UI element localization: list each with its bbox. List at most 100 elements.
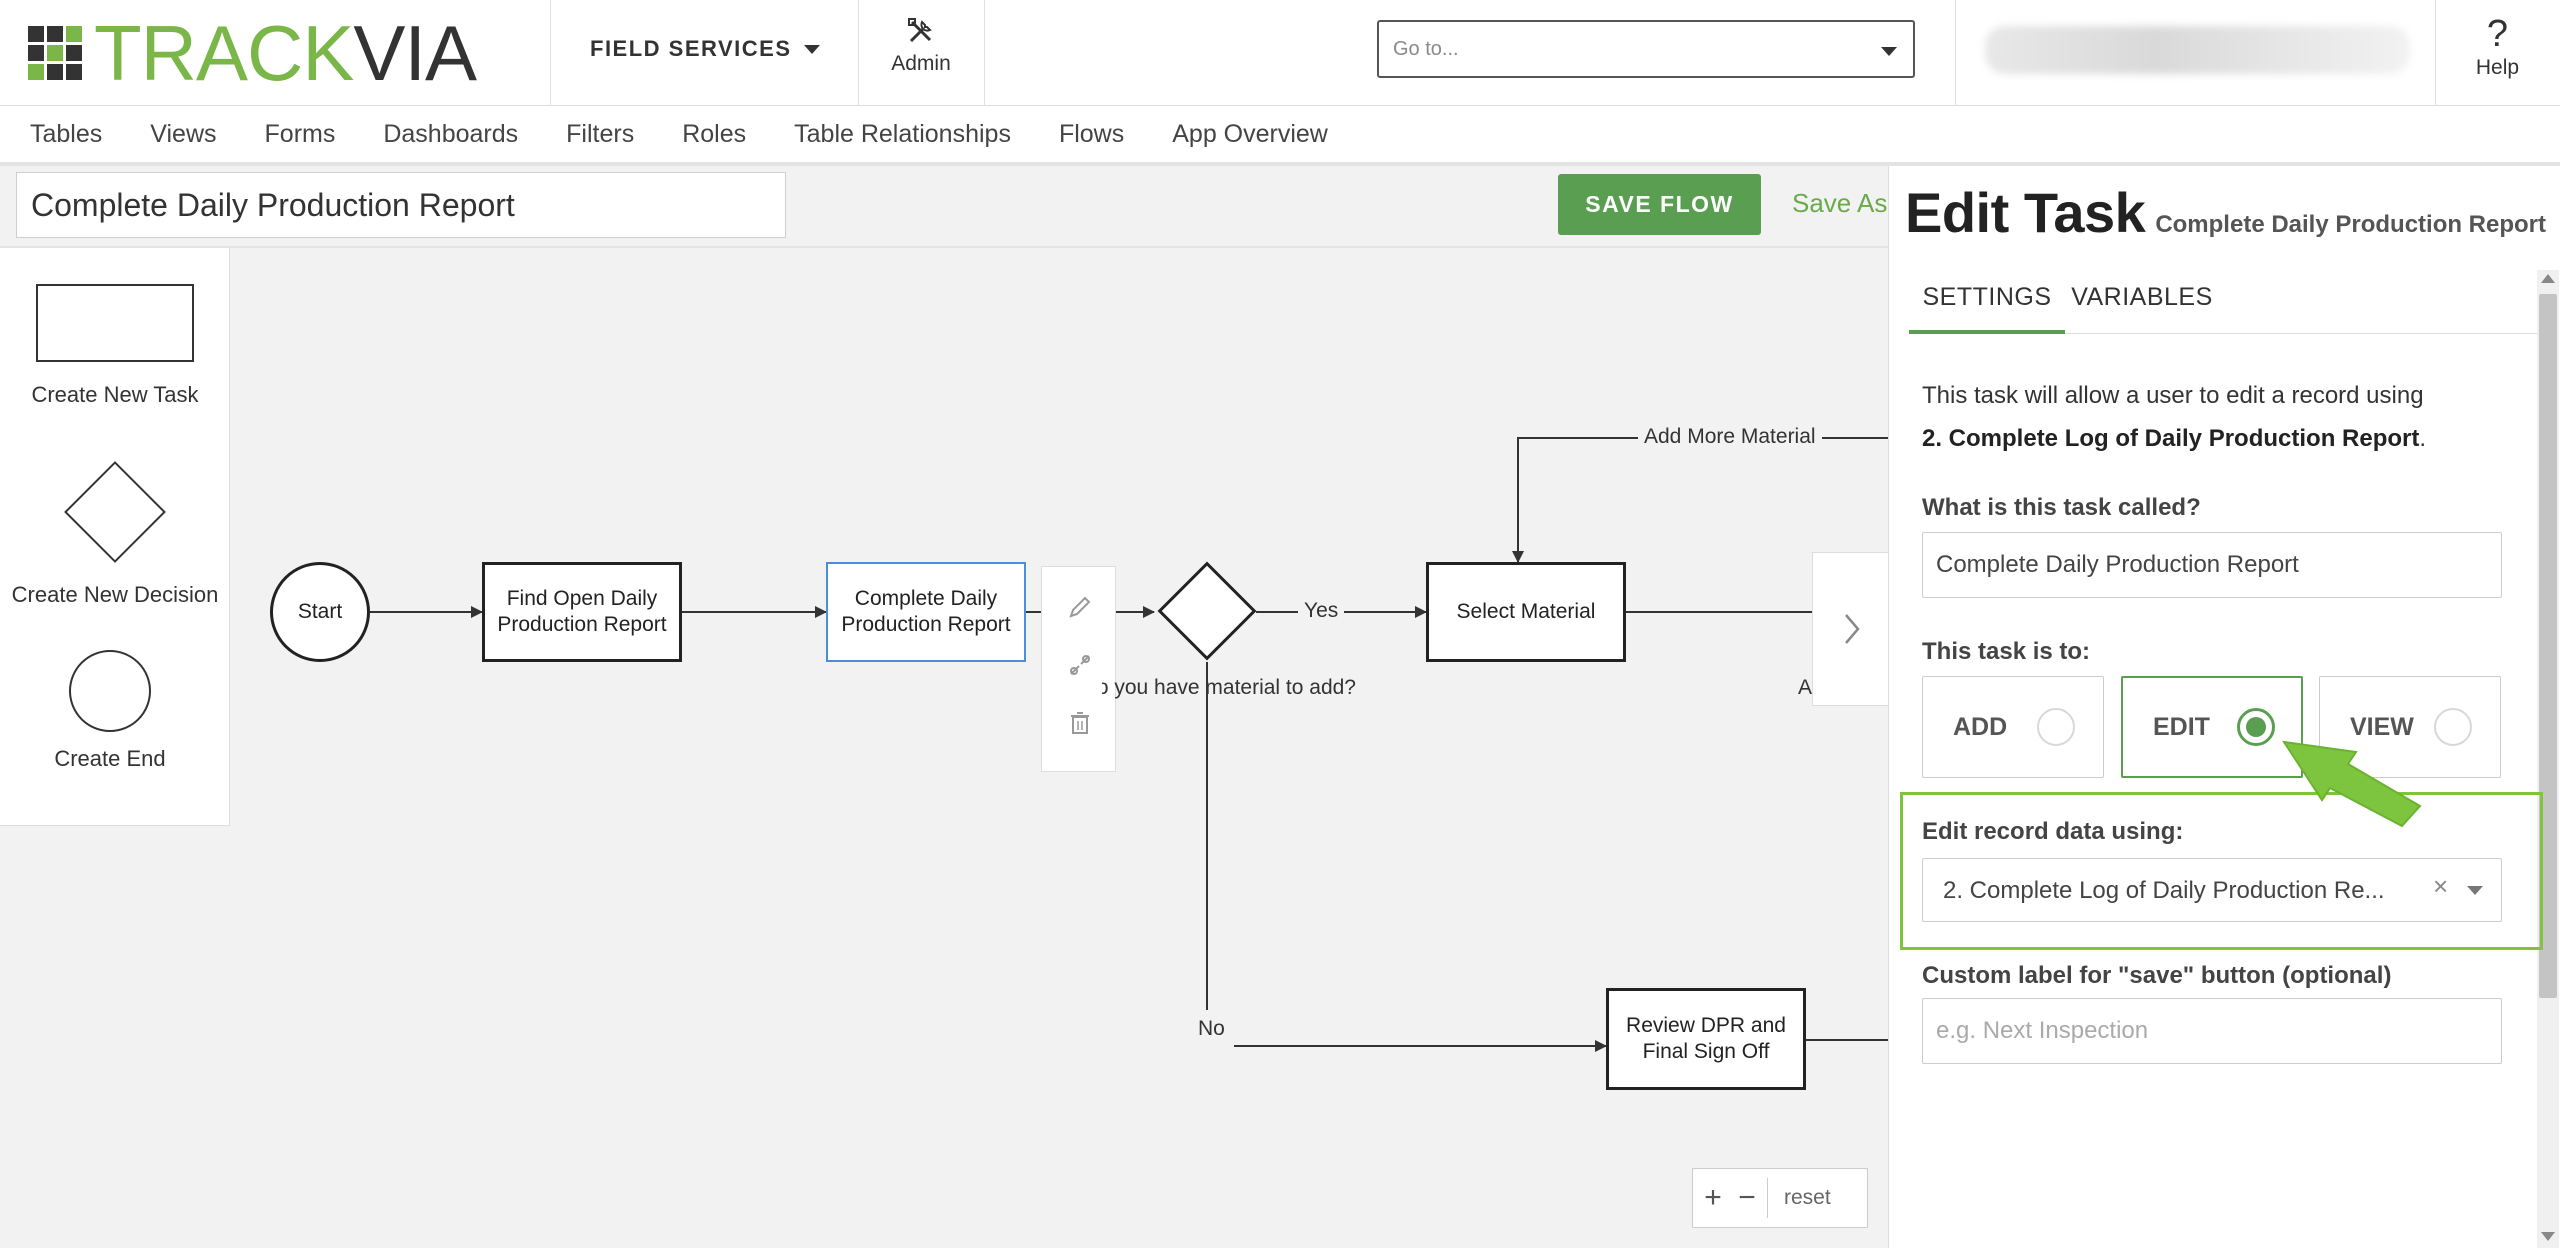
edit-using-select[interactable]: 2. Complete Log of Daily Production Re..… bbox=[1922, 858, 2502, 922]
nav-roles[interactable]: Roles bbox=[682, 119, 747, 148]
goto-input[interactable] bbox=[1393, 37, 1853, 61]
add-more-material-label: Add More Material bbox=[1638, 425, 1822, 449]
nav-forms[interactable]: Forms bbox=[264, 119, 336, 148]
chevron-down-icon bbox=[1881, 47, 1897, 56]
clear-selection-icon[interactable]: × bbox=[2433, 871, 2449, 901]
task-node-select-material[interactable]: Select Material bbox=[1426, 562, 1626, 662]
header-divider bbox=[984, 0, 985, 106]
option-view-label: VIEW bbox=[2350, 712, 2414, 741]
option-edit-label: EDIT bbox=[2153, 712, 2210, 741]
task-node-find-open[interactable]: Find Open Daily Production Report bbox=[482, 562, 682, 662]
node-toolbar bbox=[1041, 566, 1116, 772]
cut-off-edge-label: A bbox=[1798, 676, 1813, 700]
scroll-down-arrow-icon[interactable] bbox=[2541, 1232, 2555, 1241]
chevron-down-icon bbox=[2467, 886, 2483, 895]
zoom-controls: + − reset bbox=[1692, 1168, 1868, 1228]
user-account-blurred[interactable] bbox=[1985, 26, 2410, 74]
save-flow-button[interactable]: SAVE FLOW bbox=[1558, 174, 1761, 235]
start-node[interactable]: Start bbox=[270, 562, 370, 662]
create-new-decision-tool[interactable]: Create New Decision bbox=[0, 461, 230, 608]
create-end-tool[interactable]: Create End bbox=[0, 650, 230, 772]
flow-name-input[interactable] bbox=[16, 172, 786, 238]
task-node-label: Find Open Daily Production Report bbox=[497, 587, 667, 636]
highlight-box bbox=[1900, 792, 2543, 950]
nav-tables[interactable]: Tables bbox=[30, 119, 103, 148]
task-is-to-label: This task is to: bbox=[1922, 638, 2091, 665]
link-icon bbox=[1069, 655, 1090, 675]
goto-select[interactable] bbox=[1377, 20, 1915, 78]
header-divider bbox=[2435, 0, 2436, 106]
header-divider bbox=[858, 0, 859, 106]
option-edit[interactable]: EDIT bbox=[2121, 676, 2303, 778]
pencil-icon bbox=[1068, 596, 1090, 618]
end-circle-icon bbox=[69, 650, 151, 732]
yes-edge-label: Yes bbox=[1298, 599, 1345, 623]
edit-using-label: Edit record data using: bbox=[1922, 818, 2184, 845]
admin-label: Admin bbox=[891, 52, 951, 75]
option-add[interactable]: ADD bbox=[1922, 676, 2104, 778]
task-description: This task will allow a user to edit a re… bbox=[1922, 382, 2427, 452]
delete-node-button[interactable] bbox=[1042, 701, 1117, 745]
decision-diamond-icon bbox=[64, 461, 166, 563]
start-node-label: Start bbox=[297, 600, 343, 623]
task-name-label: What is this task called? bbox=[1922, 494, 2201, 521]
option-view[interactable]: VIEW bbox=[2319, 676, 2501, 778]
task-node-label: Review DPR and Final Sign Off bbox=[1626, 1014, 1786, 1063]
trackvia-logo[interactable]: TRACKVIA bbox=[28, 14, 477, 92]
question-mark-icon: ? bbox=[2486, 13, 2509, 55]
scroll-up-arrow-icon[interactable] bbox=[2541, 274, 2555, 283]
nav-views[interactable]: Views bbox=[150, 119, 217, 148]
task-rectangle-icon bbox=[36, 284, 194, 362]
tab-variables[interactable]: VARIABLES bbox=[2071, 283, 2213, 311]
header-divider bbox=[1955, 0, 1956, 106]
app-name: FIELD SERVICES bbox=[590, 36, 792, 61]
decision-node[interactable] bbox=[1157, 561, 1257, 661]
nav-table-relationships[interactable]: Table Relationships bbox=[794, 119, 1011, 148]
app-header: TRACKVIA FIELD SERVICES Admin ? Help bbox=[0, 0, 2560, 106]
collapse-panel-button[interactable] bbox=[1812, 552, 1890, 706]
logo-text-track: TRACK bbox=[94, 9, 354, 97]
help-label: Help bbox=[2475, 56, 2520, 79]
create-new-task-label: Create New Task bbox=[31, 382, 199, 407]
edit-using-value: 2. Complete Log of Daily Production Re..… bbox=[1943, 877, 2385, 904]
edit-node-button[interactable] bbox=[1042, 585, 1117, 629]
create-new-decision-label: Create New Decision bbox=[11, 582, 219, 607]
radio-circle-icon bbox=[2037, 708, 2075, 746]
task-name-input[interactable] bbox=[1922, 532, 2502, 598]
nav-app-overview[interactable]: App Overview bbox=[1172, 119, 1328, 148]
nav-flows[interactable]: Flows bbox=[1058, 119, 1125, 148]
panel-scrollbar-thumb[interactable] bbox=[2539, 294, 2557, 998]
panel-title-subtitle: Complete Daily Production Report bbox=[2155, 211, 2547, 238]
tab-settings[interactable]: SETTINGS bbox=[1909, 262, 2065, 334]
decision-label: Do you have material to add? bbox=[1102, 676, 1356, 699]
shape-palette: Create New Task Create New Decision Crea… bbox=[0, 248, 230, 826]
help-button[interactable]: ? Help bbox=[2435, 12, 2560, 80]
header-divider bbox=[550, 0, 551, 106]
chevron-down-icon bbox=[803, 44, 820, 54]
nav-filters[interactable]: Filters bbox=[566, 119, 635, 148]
zoom-out-button[interactable]: − bbox=[1738, 1181, 1756, 1214]
target-form-name: 2. Complete Log of Daily Production Repo… bbox=[1922, 425, 2420, 452]
zoom-in-button[interactable]: + bbox=[1704, 1181, 1722, 1214]
toolbar-divider bbox=[0, 246, 1888, 248]
task-node-review-dpr[interactable]: Review DPR and Final Sign Off bbox=[1606, 988, 1806, 1090]
task-node-label: Select Material bbox=[1456, 600, 1596, 623]
zoom-reset-button[interactable]: reset bbox=[1784, 1186, 1831, 1209]
create-end-label: Create End bbox=[54, 746, 166, 771]
chevron-right-icon bbox=[1844, 614, 1860, 644]
builder-nav: Tables Views Forms Dashboards Filters Ro… bbox=[0, 106, 2560, 166]
task-node-label: Complete Daily Production Report bbox=[841, 587, 1011, 636]
zoom-divider bbox=[1767, 1178, 1768, 1218]
app-switcher[interactable]: FIELD SERVICES bbox=[590, 36, 820, 62]
admin-button[interactable]: Admin bbox=[860, 16, 982, 76]
nav-dashboards[interactable]: Dashboards bbox=[383, 119, 519, 148]
logo-grid-icon bbox=[28, 26, 82, 80]
create-new-task-tool[interactable]: Create New Task bbox=[0, 284, 230, 408]
radio-selected-icon bbox=[2237, 708, 2275, 746]
task-node-complete-daily[interactable]: Complete Daily Production Report bbox=[826, 562, 1026, 662]
connect-node-button[interactable] bbox=[1042, 643, 1117, 687]
custom-save-label-input[interactable] bbox=[1922, 998, 2502, 1064]
save-as-link[interactable]: Save As bbox=[1792, 188, 1888, 218]
custom-save-label: Custom label for "save" button (optional… bbox=[1922, 962, 2392, 989]
